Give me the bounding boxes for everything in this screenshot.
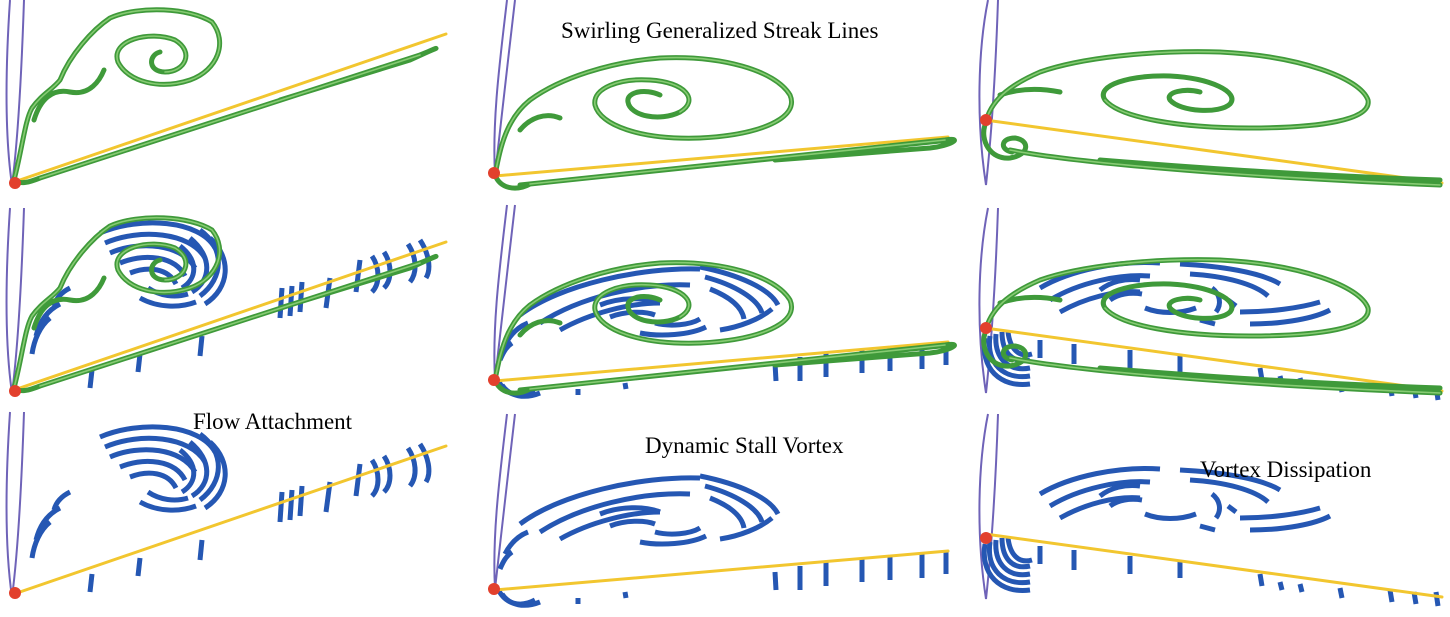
segment-cluster <box>984 468 1438 606</box>
reference-line <box>983 532 1444 599</box>
panel-dynamic-stall-combined <box>488 204 954 396</box>
airfoil-outline <box>493 0 516 176</box>
seed-point <box>488 167 500 179</box>
seed-point <box>980 532 992 544</box>
panel-vortex-dissipation-combined <box>978 207 1444 400</box>
row-segments: Flow Attachment Dynamic Stall Vortex Vor… <box>5 409 1444 606</box>
seed-point <box>9 177 21 189</box>
segment-cluster <box>498 476 946 605</box>
streak-line <box>14 218 436 391</box>
panel-dynamic-stall-streak <box>488 0 954 188</box>
streak-line <box>984 52 1440 185</box>
reference-line <box>493 549 950 592</box>
panel-flow-attachment-streak <box>5 0 448 189</box>
row-streak-lines: Swirling Generalized Streak Lines <box>5 0 1444 189</box>
seed-point <box>9 587 21 599</box>
caption-vortex-dissipation: Vortex Dissipation <box>1200 457 1372 482</box>
reference-line <box>12 444 448 596</box>
reference-line <box>493 135 950 178</box>
panel-vortex-dissipation-segments <box>978 413 1444 606</box>
airfoil-outline <box>978 207 999 394</box>
seed-point <box>980 322 992 334</box>
seed-point <box>488 583 500 595</box>
seed-point <box>980 114 992 126</box>
seed-point <box>488 374 500 386</box>
reference-line <box>12 32 448 184</box>
reference-line <box>983 118 1444 185</box>
panel-flow-attachment-segments <box>5 411 448 599</box>
caption-top-title: Swirling Generalized Streak Lines <box>561 18 878 43</box>
streak-line <box>14 10 436 183</box>
panel-vortex-dissipation-streak <box>978 0 1444 186</box>
streak-line <box>495 58 954 188</box>
caption-flow-attachment: Flow Attachment <box>193 409 353 434</box>
row-streak-with-segments <box>5 204 1444 400</box>
panel-dynamic-stall-segments <box>488 413 950 605</box>
reference-line <box>12 240 448 392</box>
caption-dynamic-stall-vortex: Dynamic Stall Vortex <box>645 433 844 458</box>
airfoil-outline <box>5 411 25 598</box>
seed-point <box>9 385 21 397</box>
airfoil-outline <box>978 0 999 186</box>
reference-line <box>493 340 950 383</box>
panel-flow-attachment-combined <box>5 207 448 397</box>
airfoil-outline <box>978 413 999 600</box>
reference-line <box>983 326 1444 393</box>
